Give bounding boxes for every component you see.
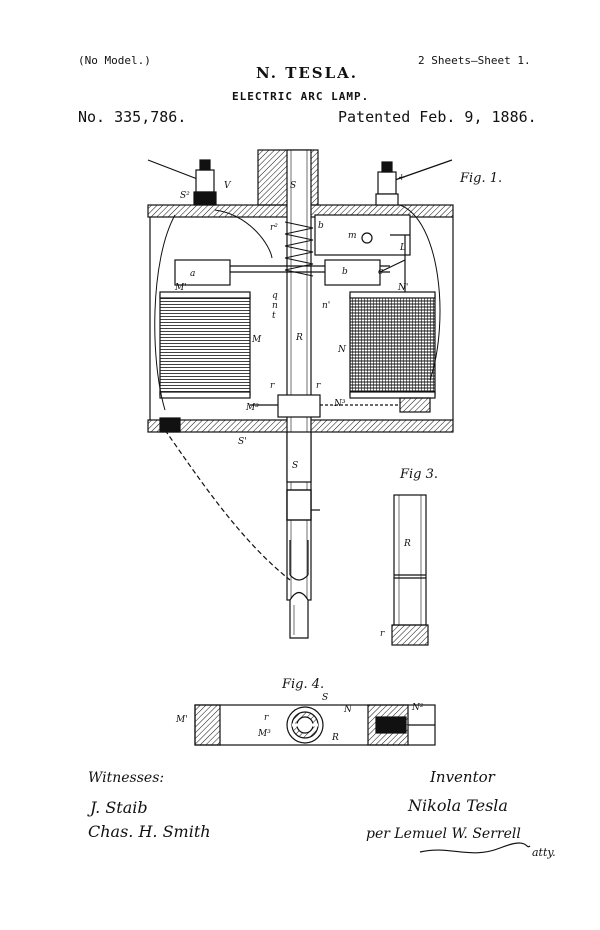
label-t: t: [272, 311, 276, 321]
patent-date: Patented Feb. 9, 1886.: [338, 108, 537, 126]
figure-4-label: Fig. 4.: [281, 677, 324, 692]
label-plus: +: [398, 173, 406, 183]
label-r2: r²: [270, 223, 278, 233]
sheet-count: 2 Sheets—Sheet 1.: [418, 54, 531, 67]
patent-title: ELECTRIC ARC LAMP.: [232, 90, 370, 103]
figure-1-label: Fig. 1.: [459, 171, 502, 186]
label-n: n: [272, 301, 278, 311]
label-m-prime: M': [174, 283, 187, 293]
label-s2: S²: [180, 191, 190, 201]
figure-3-drawing: [391, 494, 429, 646]
inventor-label: Inventor: [430, 768, 495, 786]
attorney-suffix: atty.: [532, 846, 556, 859]
figure-4-labels: Fig. 4. M' S N N² r M³ R: [175, 677, 424, 743]
label-n-prime-2: n': [322, 301, 330, 311]
label-s-prime: S': [238, 437, 247, 447]
label-fig3-r: r: [380, 629, 385, 639]
attorney-signature: per Lemuel W. Serrell: [366, 826, 521, 842]
patent-number: No. 335,786.: [78, 108, 187, 126]
label-n3: N³: [333, 399, 346, 409]
label-r-rod: R: [295, 333, 303, 343]
label-n-prime: N': [397, 283, 408, 293]
figure-3-label: Fig 3.: [399, 467, 438, 482]
figure-1-drawing: [147, 149, 454, 639]
witness-1-signature: J. Staib: [90, 798, 148, 817]
inventor-signature: Nikola Tesla: [408, 796, 508, 815]
label-v: V: [224, 181, 232, 191]
label-m-coil: M: [251, 335, 262, 345]
label-m3: M³: [245, 403, 259, 413]
figure-3-labels: Fig 3. R r: [380, 467, 438, 639]
label-fig4-s: S: [322, 693, 328, 703]
no-model-note: (No Model.): [78, 54, 151, 67]
label-b-top: b: [318, 221, 324, 231]
figure-4-drawing: [194, 704, 436, 746]
label-r-left: r: [270, 381, 275, 391]
label-fig4-r: r: [264, 713, 269, 723]
label-fig4-r-cap: R: [331, 733, 339, 743]
label-fig4-n2: N²: [411, 703, 424, 713]
label-m: m: [348, 231, 357, 241]
label-a: a: [190, 269, 195, 279]
label-fig4-n: N: [343, 705, 353, 715]
witness-2-signature: Chas. H. Smith: [88, 822, 211, 841]
witnesses-label: Witnesses:: [88, 770, 165, 786]
label-l: L: [399, 243, 406, 253]
label-fig3-r-rod: R: [403, 539, 411, 549]
label-s-top: S: [290, 181, 296, 191]
label-n-coil: N: [337, 345, 347, 355]
label-r-right: r: [316, 381, 321, 391]
label-s-lower: S: [292, 461, 298, 471]
label-fig4-m-prime: M': [175, 715, 188, 725]
inventor-name: N. TESLA.: [256, 64, 359, 82]
label-q: q: [272, 291, 278, 301]
figure-1-labels: S² V + S r² b m L a c b M' N' q n n' t R…: [174, 171, 502, 471]
label-b: b: [342, 267, 348, 277]
label-c: c: [378, 267, 383, 277]
label-fig4-m3: M³: [257, 729, 271, 739]
